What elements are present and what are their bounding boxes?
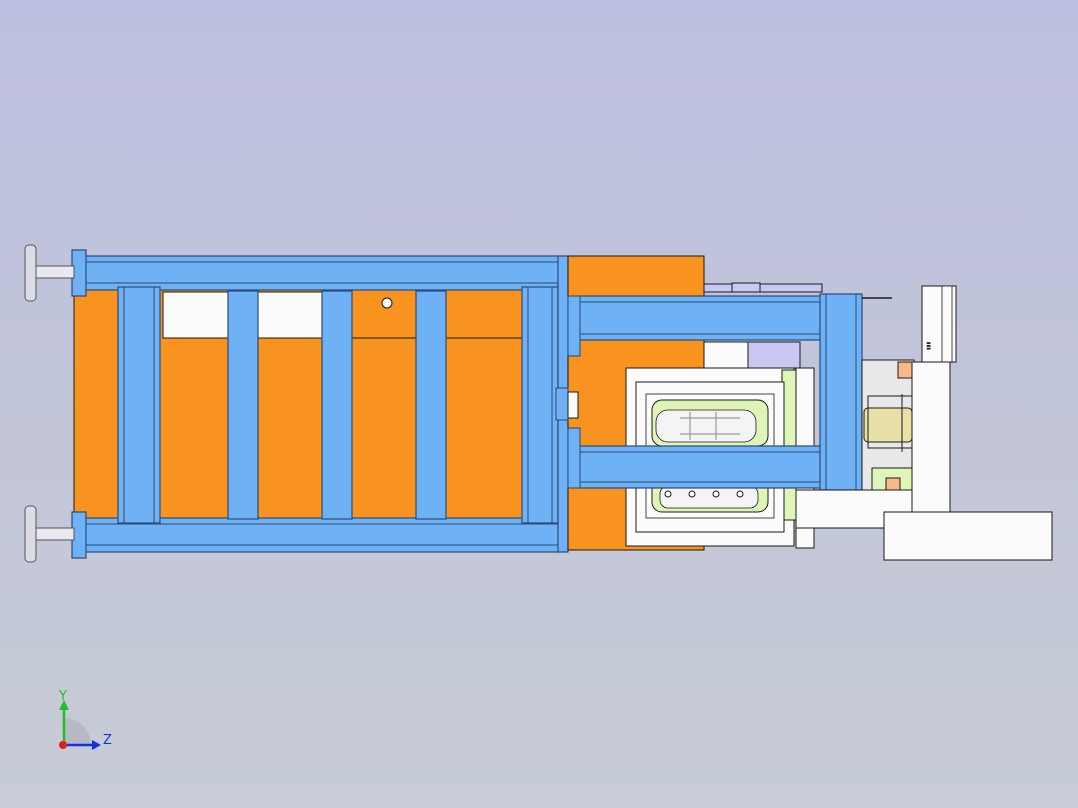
top-rail xyxy=(79,255,561,291)
screw xyxy=(736,490,744,498)
end-plate-inner xyxy=(941,285,953,363)
screw xyxy=(712,490,720,498)
triad-y-label: Y xyxy=(58,689,67,704)
frame-post xyxy=(117,286,161,524)
right-end-assembly[interactable]: ▮▮▮ xyxy=(795,285,1053,561)
lavender-plate xyxy=(747,341,801,369)
white-plate xyxy=(703,341,749,369)
frame-post xyxy=(415,290,447,520)
left-axles xyxy=(24,244,75,563)
triad-z-label: Z xyxy=(103,733,112,748)
orange-tab xyxy=(897,361,913,379)
gold-cylinder xyxy=(863,407,913,443)
plate-marking: ▮▮▮ xyxy=(926,341,932,350)
triad-y-arrow xyxy=(59,700,69,710)
cavity-core xyxy=(659,485,759,509)
cylinder-holder xyxy=(867,395,913,449)
frame-post xyxy=(321,290,353,520)
lavender-plate xyxy=(703,283,823,293)
lower-block xyxy=(883,511,1053,561)
axle-shaft xyxy=(33,527,75,541)
orange-tab xyxy=(885,477,901,491)
left-frame-assembly[interactable] xyxy=(71,249,569,559)
axle-shaft xyxy=(33,265,75,279)
screw xyxy=(664,490,672,498)
axle-wheel xyxy=(24,244,37,302)
white-opening xyxy=(256,291,324,339)
small-block xyxy=(555,387,569,421)
triad-x-origin xyxy=(59,741,67,749)
lavender-plate xyxy=(731,282,761,293)
cavity-core xyxy=(655,409,757,443)
side-plate xyxy=(911,361,951,539)
flange xyxy=(567,427,581,489)
small-block xyxy=(567,391,579,419)
flange xyxy=(567,295,581,357)
hole-marker xyxy=(381,297,393,309)
screw xyxy=(688,490,696,498)
frame-post xyxy=(227,290,259,520)
frame-post xyxy=(521,286,559,524)
lower-bracket xyxy=(795,489,913,529)
axle-wheel xyxy=(24,505,37,563)
mold-section[interactable] xyxy=(567,282,892,549)
white-opening xyxy=(162,291,230,339)
coordinate-triad-icon: Y Z xyxy=(58,689,112,750)
mold-top-beam xyxy=(577,295,845,341)
triad-z-arrow xyxy=(92,740,101,750)
triad-quadrant xyxy=(64,718,91,745)
